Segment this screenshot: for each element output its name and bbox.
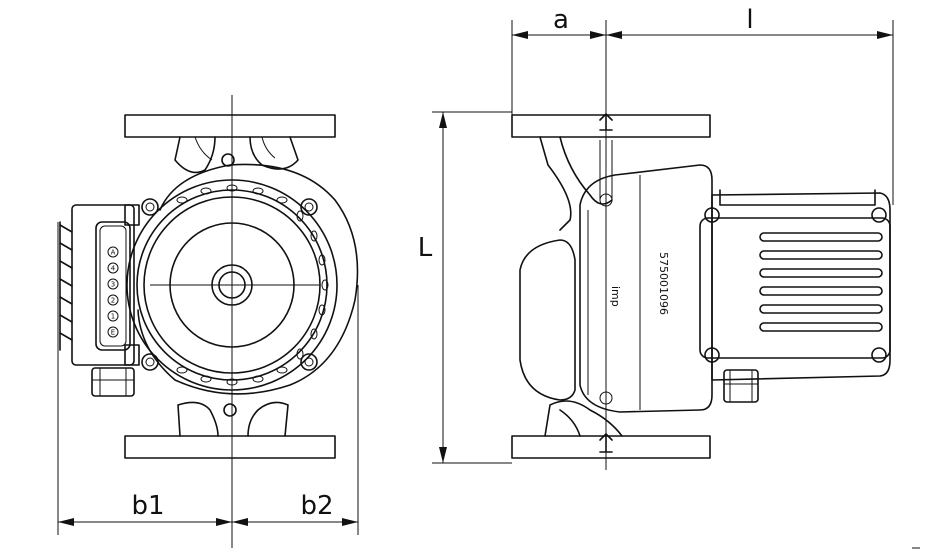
dimension-label-L: L <box>418 233 433 263</box>
front-top-flange <box>124 114 336 138</box>
front-bottom-flange <box>124 435 336 459</box>
speed-buttons: E 1 2 3 4 A <box>107 246 119 338</box>
front-neck-bottom-right <box>247 401 289 437</box>
front-view: E 1 2 3 4 A <box>59 95 359 548</box>
dimension-label-l: l <box>746 5 753 35</box>
side-view: imp 575001096 <box>511 20 891 470</box>
side-bottom-flange <box>511 435 711 459</box>
dimension-L: L <box>418 111 512 464</box>
side-body-top <box>539 136 572 231</box>
brand-label: imp <box>609 286 622 307</box>
speed-button-label: 4 <box>111 265 116 273</box>
speed-button-label: 1 <box>111 313 115 321</box>
side-control-box <box>699 189 891 403</box>
front-neck-bottom-left <box>177 401 219 437</box>
front-control-box <box>59 204 140 397</box>
side-volute <box>519 239 576 401</box>
speed-button-label: E <box>111 329 115 337</box>
speed-button-label: 2 <box>111 297 115 305</box>
front-bolts <box>141 153 318 417</box>
side-cable-gland <box>723 369 759 403</box>
dimension-b2: b2 <box>232 285 359 535</box>
side-top-flange <box>511 114 711 138</box>
speed-button-label: 3 <box>111 281 115 289</box>
dimension-a: a <box>511 5 606 115</box>
dimension-label-b1: b1 <box>131 491 164 521</box>
cable-gland <box>91 367 135 397</box>
speed-button-label: A <box>111 249 116 257</box>
dimension-l: l <box>606 5 894 205</box>
front-neck-top-left <box>174 136 216 174</box>
dimension-label-a: a <box>553 5 569 35</box>
side-motor-housing <box>579 164 713 413</box>
dimension-b1: b1 <box>57 222 232 535</box>
dimension-label-b2: b2 <box>300 491 333 521</box>
serial-number-label: 575001096 <box>657 252 670 315</box>
